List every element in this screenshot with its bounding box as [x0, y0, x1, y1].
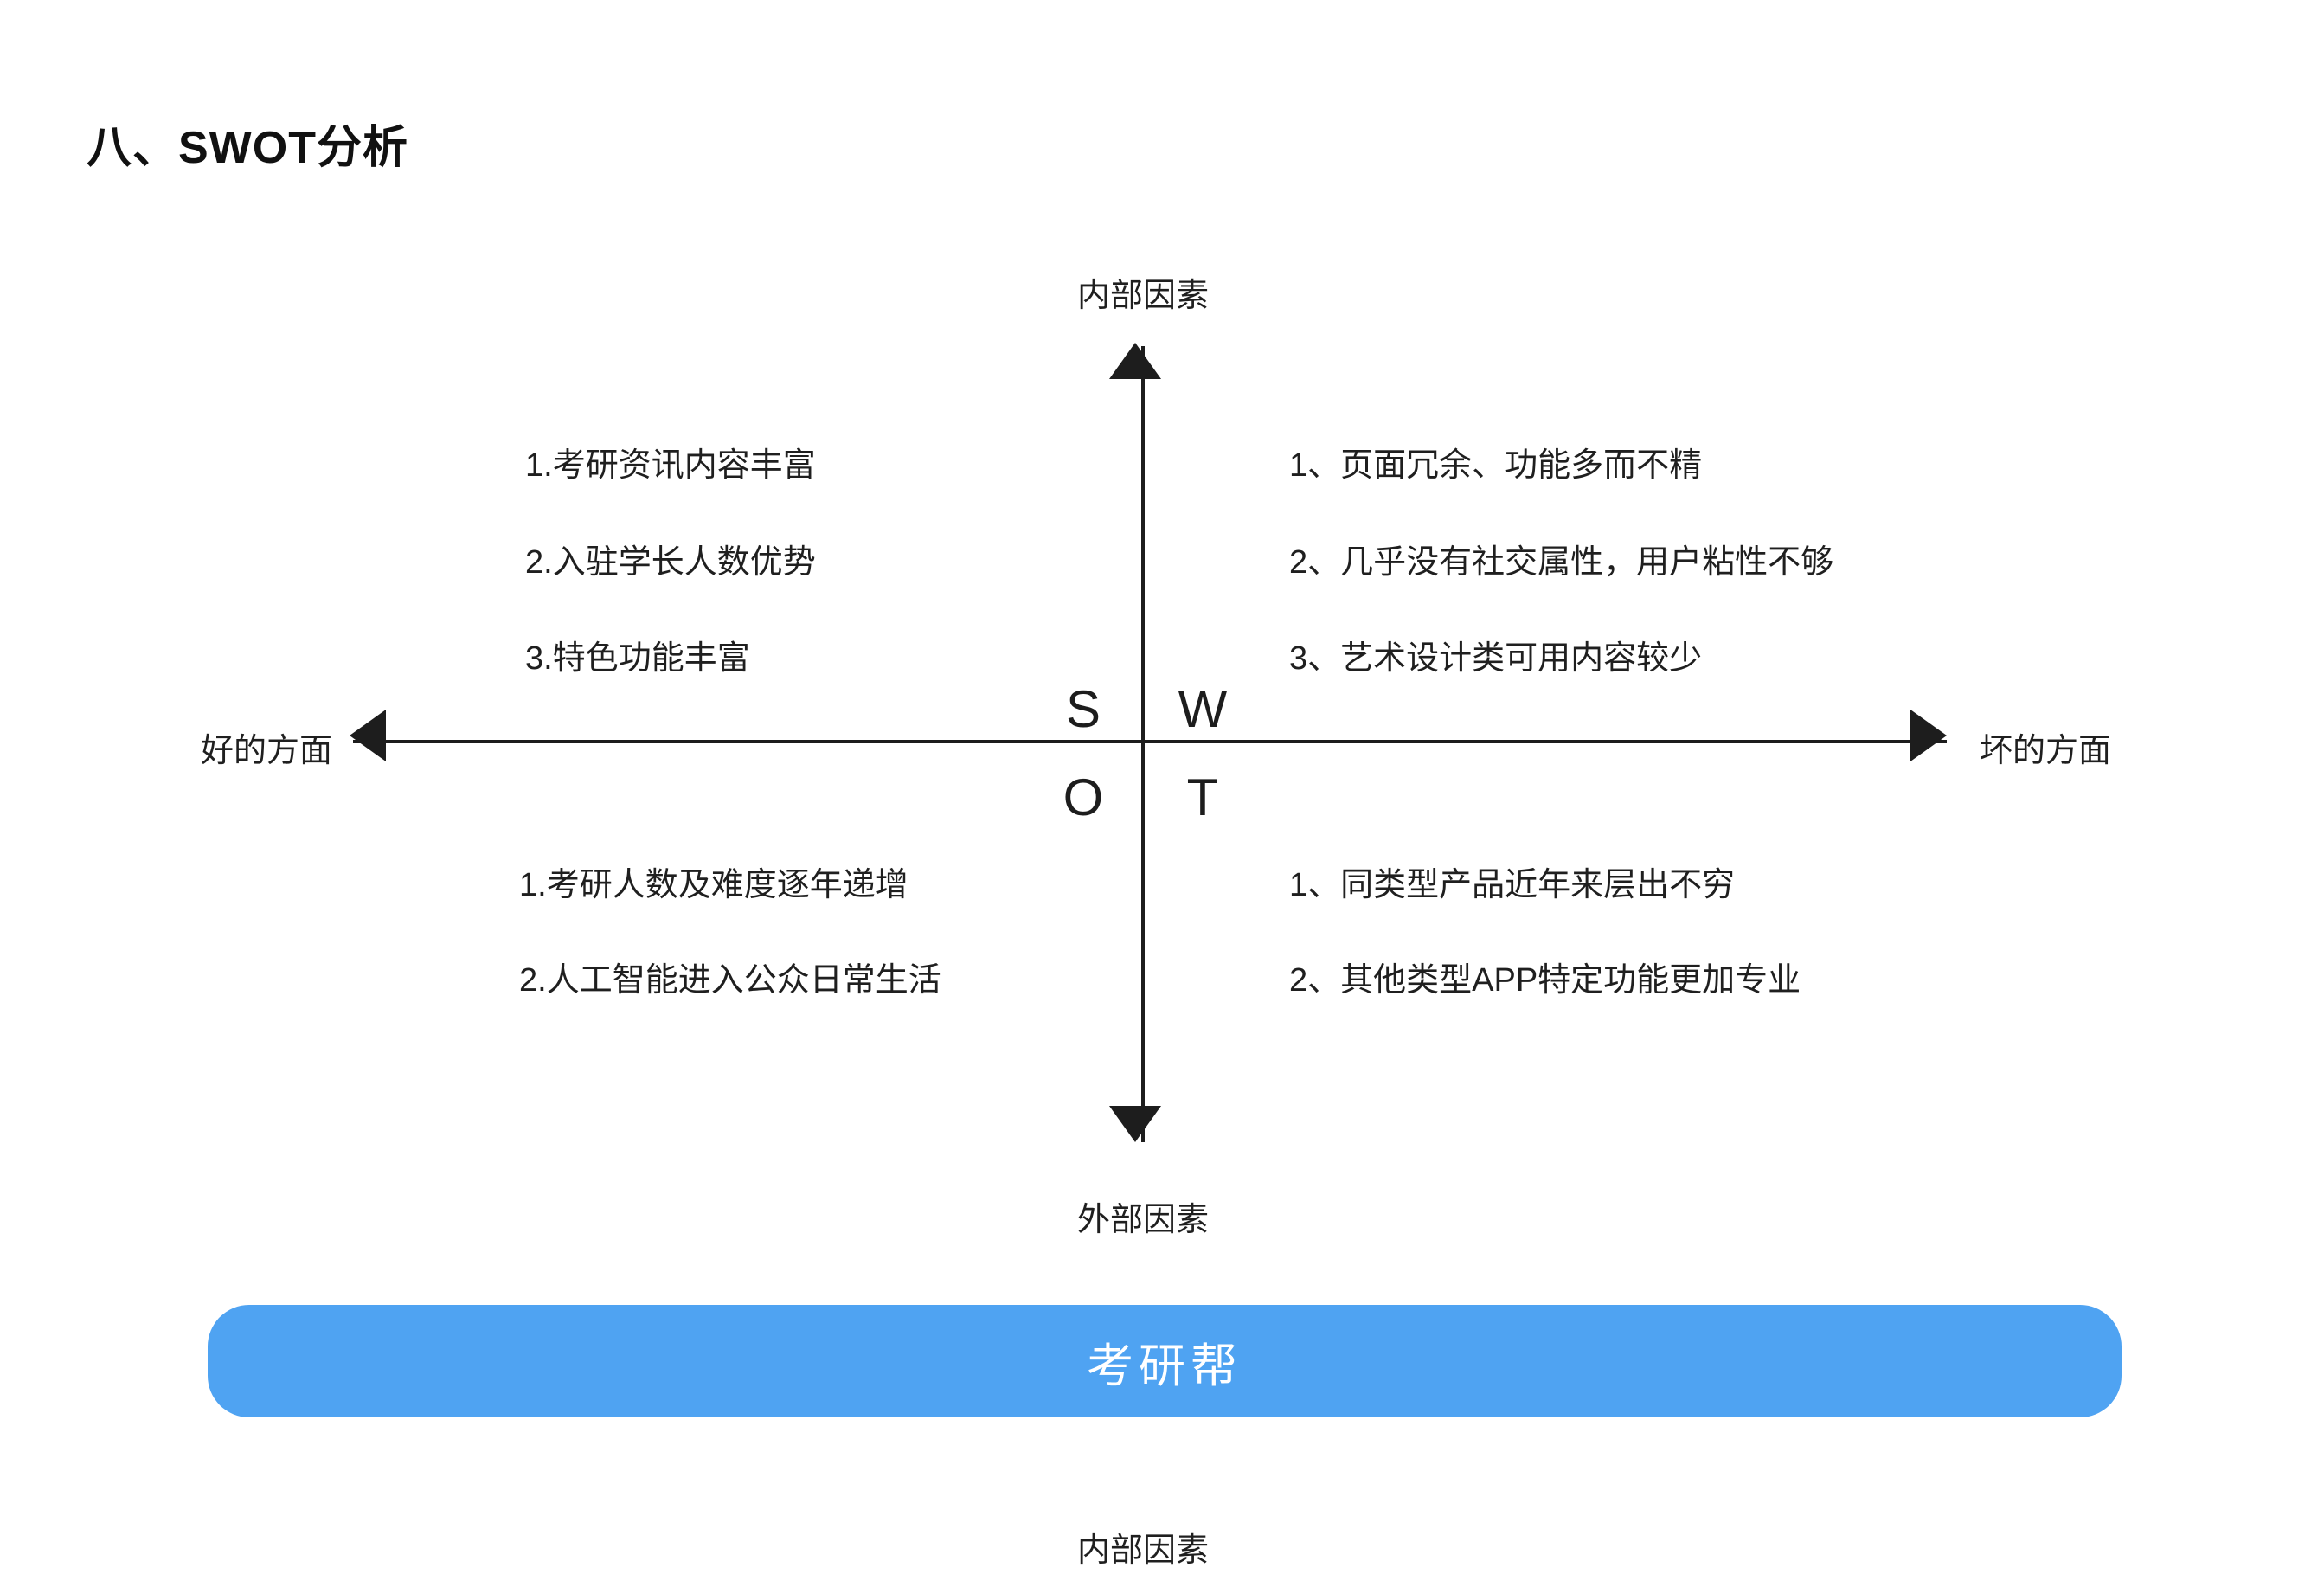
strength-item: 3.特色功能丰富: [525, 640, 750, 677]
opportunity-item: 2.人工智能进入公众日常生活: [519, 961, 941, 999]
weakness-item: 1、页面冗余、功能多而不精: [1289, 447, 1703, 484]
weakness-item: 2、几乎没有社交属性，用户粘性不够: [1289, 543, 1834, 581]
opportunity-item: 1.考研人数及难度逐年递增: [519, 867, 908, 903]
weakness-item: 3、艺术设计类可用内容较少: [1289, 640, 1703, 677]
quadrant-strengths: 1.考研资讯内容丰富 2.入驻学长人数优势 3.特色功能丰富: [525, 446, 816, 680]
swot-letter-w: W: [1178, 680, 1228, 738]
brand-banner: 考研帮: [208, 1305, 2122, 1417]
arrow-right-icon: [1910, 710, 1947, 761]
arrow-up-icon: [1109, 343, 1161, 379]
quadrant-weaknesses: 1、页面冗余、功能多而不精 2、几乎没有社交属性，用户粘性不够 3、艺术设计类可…: [1289, 446, 1833, 680]
vertical-axis-line: [1141, 346, 1145, 1142]
axis-label-internal-top: 内部因素: [1076, 278, 1210, 314]
swot-letter-o: O: [1062, 768, 1104, 826]
swot-letter-t: T: [1186, 768, 1219, 826]
brand-banner-label: 考研帮: [1087, 1340, 1242, 1392]
swot-letter-s: S: [1065, 680, 1101, 738]
horizontal-axis-line: [353, 740, 1947, 743]
axis-label-good-side: 好的方面: [201, 733, 333, 769]
page-title: 八、SWOT分析: [87, 123, 408, 173]
threat-item: 2、其他类型APP特定功能更加专业: [1289, 961, 1801, 999]
arrow-down-icon: [1109, 1106, 1161, 1142]
arrow-left-icon: [350, 710, 386, 761]
strength-item: 1.考研资讯内容丰富: [525, 447, 816, 484]
footer-caption: 内部因素: [1076, 1532, 1210, 1569]
quadrant-opportunities: 1.考研人数及难度逐年递增 2.人工智能进入公众日常生活: [519, 865, 941, 1001]
strength-item: 2.入驻学长人数优势: [525, 543, 816, 581]
axis-label-bad-side: 坏的方面: [1980, 733, 2112, 769]
swot-diagram: 内部因素 外部因素 好的方面 坏的方面 S W O T 1.考研资讯内容丰富 2…: [201, 278, 2112, 1238]
quadrant-threats: 1、同类型产品近年来层出不穷 2、其他类型APP特定功能更加专业: [1289, 865, 1801, 1001]
axis-label-external-bottom: 外部因素: [1076, 1202, 1210, 1238]
threat-item: 1、同类型产品近年来层出不穷: [1289, 867, 1736, 903]
